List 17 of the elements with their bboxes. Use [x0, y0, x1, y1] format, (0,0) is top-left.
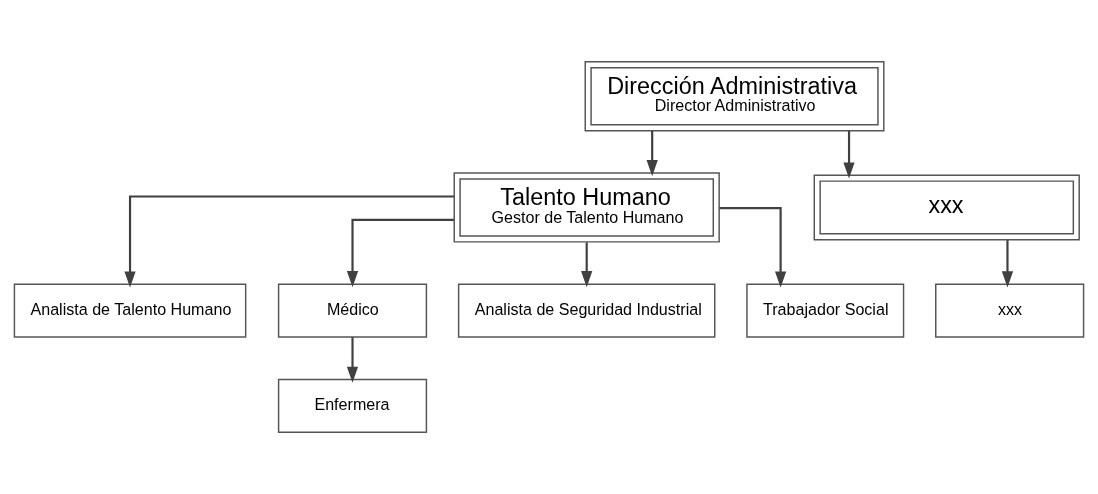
node-box: Trabajador Social [746, 283, 905, 338]
node-box: Enfermera [277, 378, 428, 433]
node-box: xxx [813, 174, 1080, 241]
arrow [843, 130, 855, 179]
arrow [719, 207, 787, 288]
node-box: Dirección Administrativa Director Administrativo [584, 61, 885, 132]
node-box: Analista de Talento Humano [13, 283, 247, 338]
node-box: Médico [277, 283, 428, 338]
arrow [346, 218, 454, 288]
arrow [346, 337, 359, 383]
arrow [581, 242, 593, 288]
arrow [646, 130, 658, 177]
node-box: Analista de Seguridad Industrial [457, 283, 716, 338]
node-box: xxx [935, 283, 1085, 338]
arrow [124, 195, 454, 288]
arrow [1001, 240, 1014, 288]
node-box: Talento Humano Gestor de Talento Humano [453, 172, 720, 243]
